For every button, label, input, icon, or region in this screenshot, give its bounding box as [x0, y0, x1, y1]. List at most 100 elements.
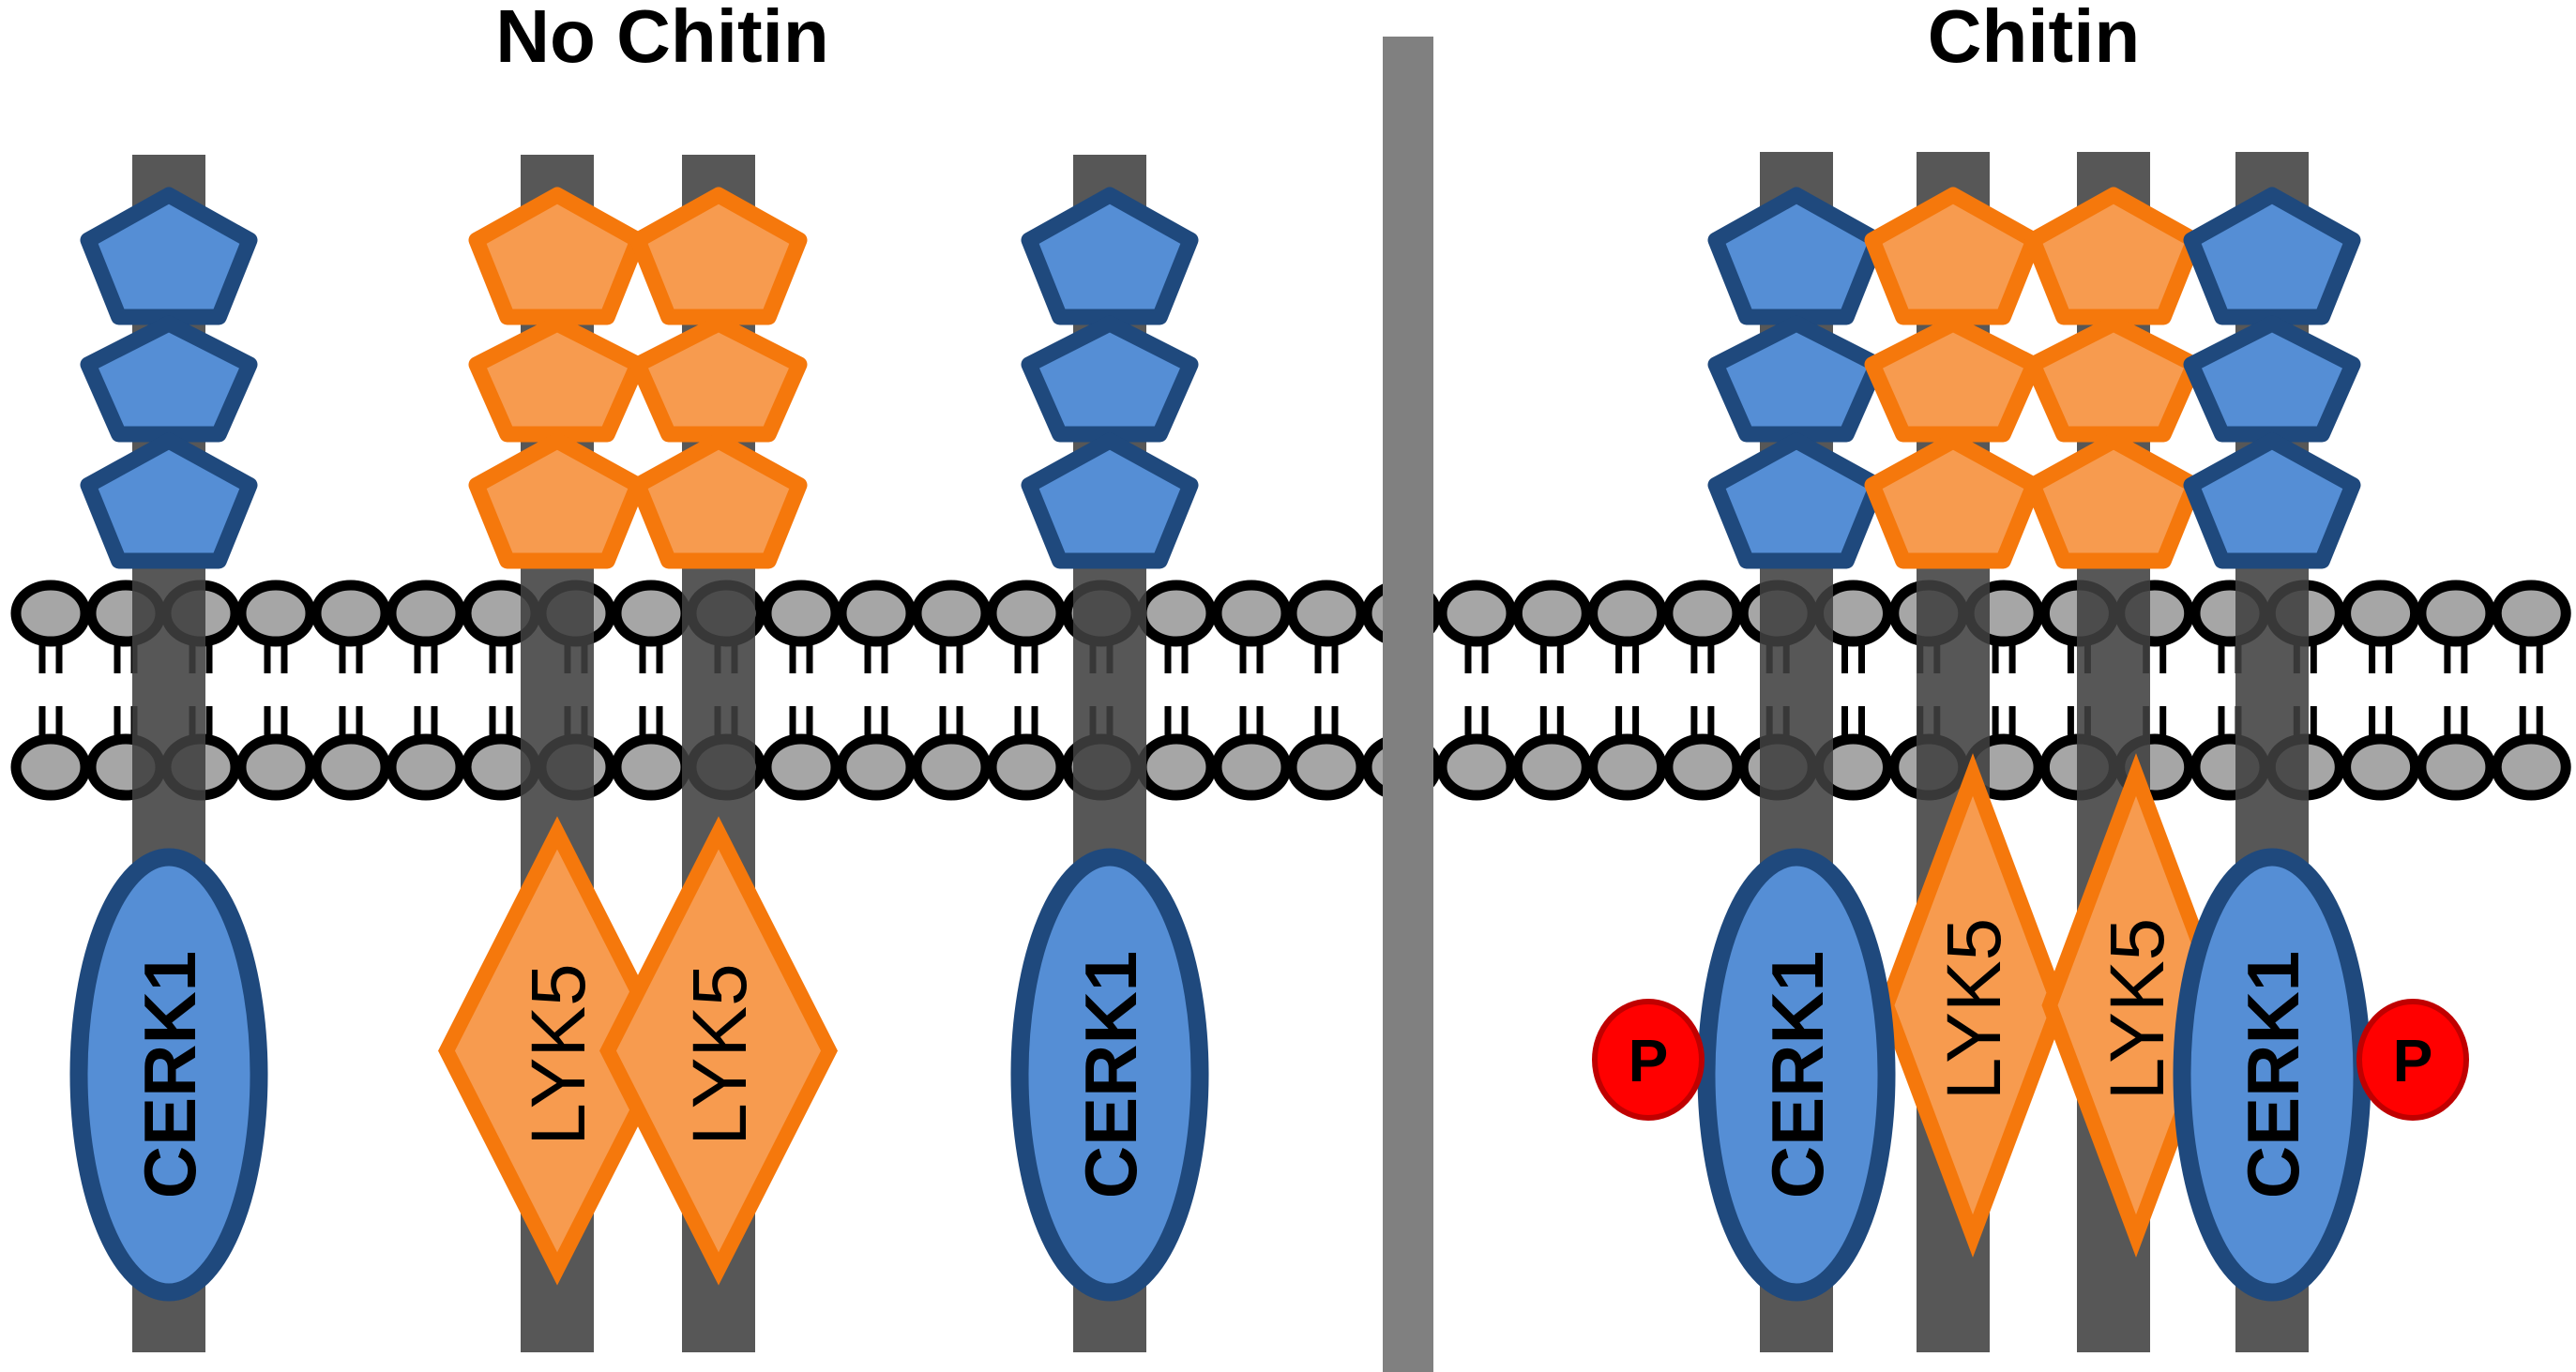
cerk1-label: CERK1	[2232, 951, 2314, 1199]
lipid-molecule	[2491, 580, 2571, 673]
lipid-head	[2341, 580, 2421, 647]
kinase-domains: LYK5 LYK5 CERK1 CERK1 LYK5 LYK5 CERK1 P CERK1 P	[69, 753, 2469, 1302]
lipid-head	[1286, 733, 1367, 801]
ectodomain-lyk5	[1864, 187, 2042, 569]
lipid-molecule	[1436, 580, 1517, 673]
lipid-head	[836, 733, 917, 801]
cerk1-ellipse	[69, 848, 268, 1302]
kinase-domain-cerk1: CERK1	[2173, 848, 2371, 1302]
ectodomain-module	[2024, 315, 2203, 443]
lipid-head	[235, 733, 316, 801]
lipid-head	[235, 580, 316, 647]
lipid-molecule	[311, 706, 391, 801]
ectodomain-module	[1021, 432, 1199, 569]
panel-title-no-chitin: No Chitin	[495, 0, 828, 78]
lipid-molecule	[1286, 580, 1367, 673]
lipid-molecule	[1436, 706, 1517, 801]
ectodomain-module	[2024, 432, 2203, 569]
lipid-molecule	[761, 706, 841, 801]
ectodomain-module	[1707, 315, 1886, 443]
ectodomain-module	[1864, 187, 2042, 325]
lipid-molecule	[2341, 706, 2421, 801]
kinase-domain-lyk5: LYK5	[1878, 753, 2068, 1258]
cerk1-label: CERK1	[1069, 951, 1152, 1199]
lipid-head	[311, 733, 391, 801]
lipid-molecule	[2416, 706, 2496, 801]
lyk5-label: LYK5	[1932, 918, 2017, 1101]
lipid-head	[761, 733, 841, 801]
lipid-head	[611, 580, 691, 647]
lipid-head	[2416, 733, 2496, 801]
lipid-head	[836, 580, 917, 647]
lipid-head	[986, 733, 1067, 801]
lipid-molecule	[611, 580, 691, 673]
lipid-head	[2416, 580, 2496, 647]
lipid-molecule	[1587, 580, 1668, 673]
cerk1-ellipse	[1010, 848, 1209, 1302]
lipid-head	[1587, 580, 1668, 647]
lyk5-label: LYK5	[2095, 918, 2180, 1101]
ectodomain-module	[80, 432, 258, 569]
ectodomain-module	[1864, 432, 2042, 569]
lipid-head	[1286, 580, 1367, 647]
lipid-molecule	[836, 580, 917, 673]
ectodomain-cerk1	[1021, 187, 1199, 569]
lipid-molecule	[1511, 580, 1592, 673]
lipid-molecule	[1587, 706, 1668, 801]
lipid-molecule	[311, 580, 391, 673]
kinase-domain-cerk1: CERK1	[1697, 848, 1896, 1302]
lipid-head	[1662, 580, 1743, 647]
lipid-head	[1511, 580, 1592, 647]
lyk5-diamond	[438, 816, 676, 1286]
ectodomain-module	[629, 187, 808, 325]
phosphate-label: P	[1629, 1027, 1669, 1094]
phosphate-badge: P	[1592, 999, 1705, 1121]
lipid-molecule	[1662, 706, 1743, 801]
lipid-head	[1436, 733, 1517, 801]
lyk5-label: LYK5	[516, 963, 601, 1146]
lipid-head	[611, 733, 691, 801]
phosphate-badge: P	[2356, 999, 2469, 1121]
ectodomains	[80, 187, 2361, 569]
lipid-molecule	[1286, 706, 1367, 801]
lipid-molecule	[235, 580, 316, 673]
ectodomain-module	[2183, 315, 2361, 443]
cerk1-label: CERK1	[1756, 951, 1839, 1199]
lipid-head	[1436, 580, 1517, 647]
lipid-bilayer	[10, 580, 2571, 801]
cerk1-ellipse	[1697, 848, 1896, 1302]
lipid-head	[1511, 733, 1592, 801]
ectodomain-module	[2183, 432, 2361, 569]
ectodomain-module	[80, 315, 258, 443]
lipid-head	[1587, 733, 1668, 801]
lipid-head	[1211, 733, 1292, 801]
lipid-molecule	[1136, 580, 1217, 673]
phosphate-label: P	[2393, 1027, 2433, 1094]
lipid-molecule	[986, 580, 1067, 673]
lipid-molecule	[911, 580, 992, 673]
ectodomain-module	[1021, 187, 1199, 325]
lipid-head	[10, 580, 91, 647]
lipid-molecule	[836, 706, 917, 801]
lipid-head	[10, 733, 91, 801]
ectodomain-lyk5	[629, 187, 808, 569]
lipid-molecule	[235, 706, 316, 801]
lipid-head	[986, 580, 1067, 647]
lyk5-diamond	[599, 816, 838, 1286]
ectodomain-module	[468, 315, 646, 443]
lipid-head	[2341, 733, 2421, 801]
lipid-molecule	[1662, 580, 1743, 673]
cerk1-label: CERK1	[129, 951, 211, 1199]
lyk5-label: LYK5	[677, 963, 763, 1146]
lipid-molecule	[911, 706, 992, 801]
lipid-molecule	[1136, 706, 1217, 801]
lyk5-diamond	[1878, 753, 2068, 1258]
ectodomain-module	[2183, 187, 2361, 325]
lipid-head	[1211, 580, 1292, 647]
ectodomain-lyk5	[468, 187, 646, 569]
lipid-molecule	[1211, 706, 1292, 801]
ectodomain-module	[629, 432, 808, 569]
kinase-domain-cerk1: CERK1	[69, 848, 268, 1302]
ectodomain-module	[1864, 315, 2042, 443]
